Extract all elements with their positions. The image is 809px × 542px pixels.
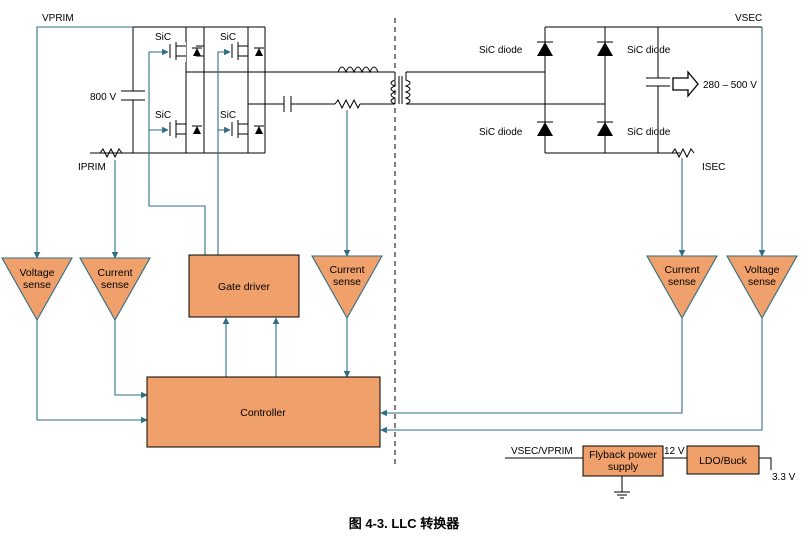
svg-text:Gate driver: Gate driver [218,281,270,293]
sic-diode-d1 [537,41,553,56]
sic-diode-label-1: SiC diode [479,45,523,56]
sic-label-q1: SiC [155,32,171,43]
sic-label-q4: SiC [220,110,236,121]
sic-diode-d3 [537,121,553,136]
sic-diode-label-4: SiC diode [627,127,671,138]
sense-signal-lines [33,26,766,434]
svg-text:Voltage: Voltage [19,267,54,279]
vprim-label: VPRIM [42,13,74,24]
output-arrow-icon [672,70,699,98]
voltage-sense-secondary: Voltage sense [726,255,798,320]
sic-diode-label-3: SiC diode [479,127,523,138]
output-range-label: 280 – 500 V [703,80,757,91]
svg-text:sense: sense [23,279,51,291]
sic-diode-d4 [597,121,613,136]
mosfet-q3 [169,120,202,138]
figure-caption: 图 4-3. LLC 转换器 [349,516,461,531]
svg-text:Voltage: Voltage [744,264,779,276]
mosfet-q1 [169,42,204,62]
resonant-capacitor [283,96,292,112]
vsec-label: VSEC [735,13,762,24]
cap-voltage-label: 800 V [90,92,116,103]
sic-label-q2: SiC [220,32,236,43]
svg-text:sense: sense [748,276,776,288]
gate-signal-lines [148,48,231,255]
current-sense-primary-tank: Current sense [311,255,383,320]
ldo-buck-block: LDO/Buck [686,445,760,475]
gate-driver-block: Gate driver [188,254,300,318]
svg-text:Flyback power: Flyback power [589,449,657,461]
12v-label: 12 V [664,446,685,457]
svg-text:sense: sense [333,276,361,288]
svg-text:sense: sense [101,279,129,291]
mosfet-q4 [231,120,264,138]
current-sense-primary-left: Current sense [79,257,151,322]
svg-text:Current: Current [97,267,132,279]
flyback-supply-block: Flyback power supply [582,445,664,477]
svg-text:Current: Current [664,264,699,276]
iprim-label: IPRIM [78,162,106,173]
voltage-sense-primary: Voltage sense [1,257,73,322]
resonant-inductor [337,66,379,74]
3v3-label: 3.3 V [772,472,796,483]
sic-label-q3: SiC [155,110,171,121]
primary-current-shunt [334,98,361,110]
iprim-shunt [99,147,123,159]
transformer [390,71,605,105]
isec-label: ISEC [702,162,725,173]
svg-text:sense: sense [668,276,696,288]
flyback-input-label: VSEC/VPRIM [511,446,573,457]
primary-power-stage [90,26,395,154]
svg-text:Controller: Controller [240,407,286,419]
svg-text:LDO/Buck: LDO/Buck [699,455,748,467]
controller-block: Controller [146,376,381,448]
svg-text:Current: Current [329,264,364,276]
svg-text:supply: supply [608,461,639,473]
current-sense-secondary: Current sense [646,255,718,320]
auxiliary-power [505,457,772,499]
sic-diode-d2 [597,41,613,56]
secondary-current-shunt [671,147,695,159]
sic-diode-label-2: SiC diode [627,45,671,56]
mosfet-q2 [231,42,264,60]
